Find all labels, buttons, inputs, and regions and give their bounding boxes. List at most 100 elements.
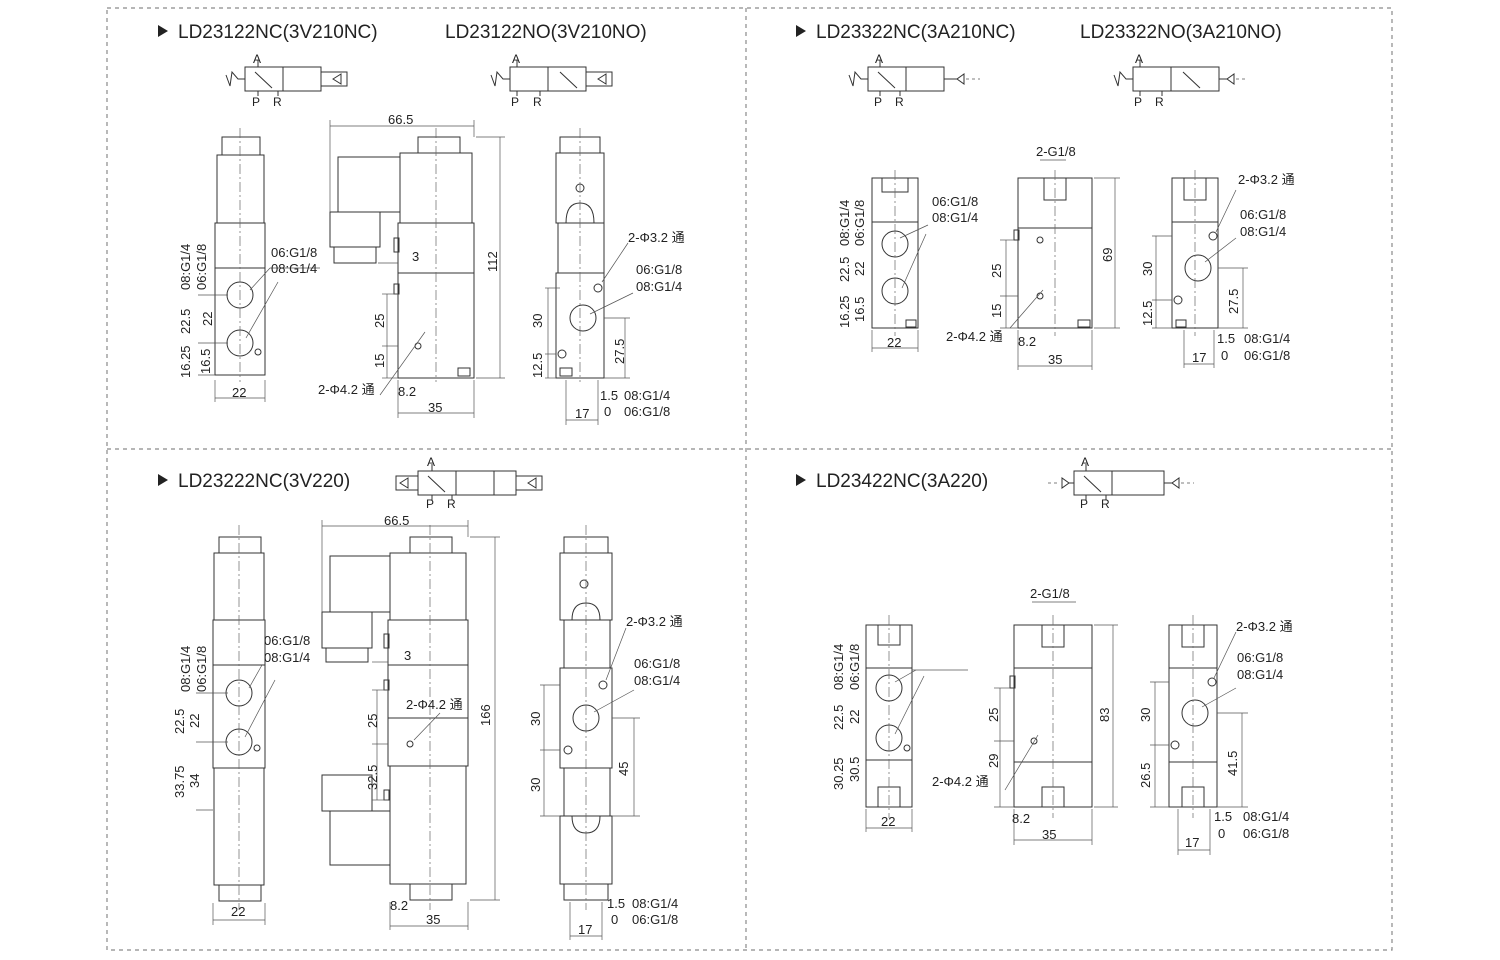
bottom-port-06: 06:G1/8: [632, 912, 678, 927]
port-label-06: 06:G1/8: [932, 194, 978, 209]
dim-30: 30: [1140, 262, 1155, 276]
dim-30-lower: 30: [528, 778, 543, 792]
dim-69: 69: [1100, 248, 1115, 262]
dim-22: 22: [852, 262, 867, 276]
dim-25: 25: [989, 264, 1004, 278]
end-port-08: 08:G1/4: [1237, 667, 1283, 682]
dim-width-22: 22: [887, 335, 901, 350]
valve-symbol-nc: A P R: [848, 52, 980, 109]
dim-41-5: 41.5: [1225, 751, 1240, 776]
dim-166: 166: [478, 704, 493, 726]
dim-15: 15: [989, 304, 1004, 318]
dim-35: 35: [428, 400, 442, 415]
end-port-06: 06:G1/8: [1240, 207, 1286, 222]
panel-title: LD23222NC(3V220): [178, 471, 350, 492]
dim-22: 22: [847, 710, 862, 724]
title-marker-icon: [158, 25, 168, 37]
dim-35: 35: [426, 912, 440, 927]
dim-12-5: 12.5: [1140, 301, 1155, 326]
dim-25: 25: [986, 708, 1001, 722]
dim-45: 45: [616, 762, 631, 776]
title-marker-icon: [796, 25, 806, 37]
dim-29: 29: [986, 754, 1001, 768]
end-port-06: 06:G1/8: [634, 656, 680, 671]
bottom-port-06: 06:G1/8: [624, 404, 670, 419]
port-label-08: 08:G1/4: [932, 210, 978, 225]
valve-symbol-no: A P R: [1113, 52, 1248, 109]
dim-30-upper: 30: [528, 712, 543, 726]
dim-0: 0: [611, 912, 618, 927]
dim-width-22: 22: [232, 385, 246, 400]
port-label-rot-06: 06:G1/8: [852, 200, 867, 246]
dim-0: 0: [1221, 348, 1228, 363]
panel-ld23222: LD23222NC(3V220) A P R: [158, 455, 683, 940]
dim-0: 0: [604, 404, 611, 419]
dim-1-5: 1.5: [600, 388, 618, 403]
dim-112: 112: [485, 251, 500, 272]
bottom-port-06: 06:G1/8: [1244, 348, 1290, 363]
symbol-port-a: A: [512, 52, 520, 66]
port-label-08: 08:G1/4: [264, 650, 310, 665]
dim-17: 17: [1192, 350, 1206, 365]
dim-25: 25: [372, 314, 387, 328]
panel-ld23322: LD23322NC(3A210NC) LD23322NO(3A210NO) A …: [796, 22, 1295, 370]
dim-30-25: 30.25: [831, 757, 846, 790]
dim-22-5: 22.5: [837, 257, 852, 282]
dim-35: 35: [1042, 827, 1056, 842]
port-label-rot-08: 08:G1/4: [178, 244, 193, 290]
valve-symbol: A P R: [395, 455, 543, 511]
end-port-06: 06:G1/8: [1237, 650, 1283, 665]
end-port-08: 08:G1/4: [636, 279, 682, 294]
dim-1-5: 1.5: [1217, 331, 1235, 346]
symbol-port-a: A: [1081, 455, 1089, 469]
holes-4-2: 2-Φ4.2 通: [318, 382, 375, 397]
symbol-port-a: A: [875, 52, 883, 66]
dim-1-5: 1.5: [1214, 809, 1232, 824]
dim-30: 30: [1138, 708, 1153, 722]
side-view: [329, 120, 505, 418]
dim-35: 35: [1048, 352, 1062, 367]
symbol-port-r: R: [533, 95, 542, 109]
symbol-port-p: P: [252, 95, 260, 109]
end-port-08: 08:G1/4: [1240, 224, 1286, 239]
symbol-port-p: P: [1080, 497, 1088, 511]
panel-title-no: LD23122NO(3V210NO): [445, 22, 647, 43]
symbol-port-p: P: [511, 95, 519, 109]
title-marker-icon: [796, 474, 806, 486]
bottom-port-08: 08:G1/4: [624, 388, 670, 403]
thread-g18: 2-G1/8: [1030, 586, 1070, 601]
dim-30-5: 30.5: [847, 757, 862, 782]
end-view: [545, 128, 634, 425]
panel-title-nc: LD23322NC(3A210NC): [816, 22, 1016, 43]
dim-22: 22: [187, 714, 202, 728]
bottom-port-08: 08:G1/4: [632, 896, 678, 911]
thread-g18: 2-G1/8: [1036, 144, 1076, 159]
dim-0: 0: [1218, 826, 1225, 841]
end-port-08: 08:G1/4: [634, 673, 680, 688]
dim-26-5: 26.5: [1138, 763, 1153, 788]
symbol-port-p: P: [426, 497, 434, 511]
port-label-08: 08:G1/4: [271, 261, 317, 276]
side-view: [994, 601, 1118, 845]
panel-ld23422: LD23422NC(3A220) A P R: [796, 455, 1293, 855]
symbol-port-r: R: [273, 95, 282, 109]
holes-3-2: 2-Φ3.2 通: [1236, 619, 1293, 634]
port-label-rot-08: 08:G1/4: [837, 200, 852, 246]
panel-ld23122: LD23122NC(3V210NC) LD23122NO(3V210NO) A …: [158, 22, 685, 425]
end-port-06: 06:G1/8: [636, 262, 682, 277]
symbol-port-r: R: [895, 95, 904, 109]
dim-22: 22: [200, 312, 215, 326]
port-label-rot-06: 06:G1/8: [194, 646, 209, 692]
end-view: [1150, 615, 1248, 855]
holes-4-2: 2-Φ4.2 通: [932, 774, 989, 789]
valve-symbol-no: A P R: [490, 52, 613, 109]
valve-symbol-nc: A P R: [225, 52, 348, 109]
bottom-port-06: 06:G1/8: [1243, 826, 1289, 841]
port-label-rot-08: 08:G1/4: [178, 646, 193, 692]
dim-66-5: 66.5: [388, 112, 413, 127]
symbol-port-r: R: [1155, 95, 1164, 109]
holes-3-2: 2-Φ3.2 通: [628, 230, 685, 245]
dim-25: 25: [365, 714, 380, 728]
dim-33-75: 33.75: [172, 765, 187, 798]
